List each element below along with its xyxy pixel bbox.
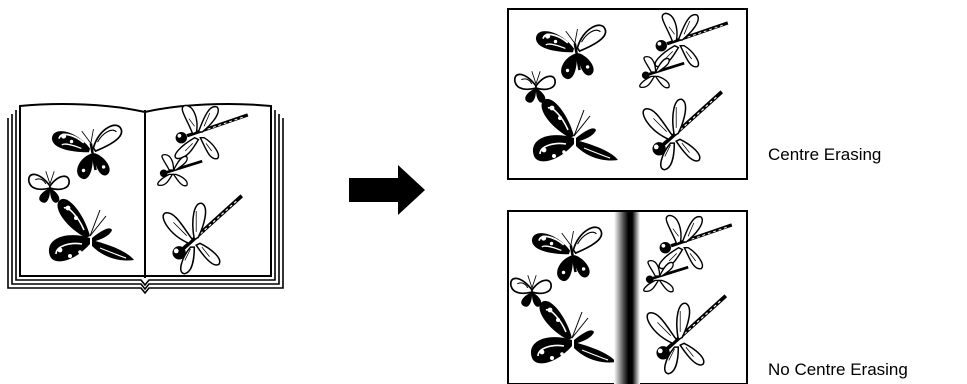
centre-erased-copy <box>508 9 747 179</box>
open-book-icon <box>8 104 283 293</box>
centre-erasing-label: Centre Erasing <box>768 145 881 165</box>
gutter-shadow <box>614 212 640 384</box>
non-erased-copy <box>508 211 747 384</box>
no-centre-erasing-label: No Centre Erasing <box>768 360 908 380</box>
right-arrow-icon <box>349 165 425 215</box>
